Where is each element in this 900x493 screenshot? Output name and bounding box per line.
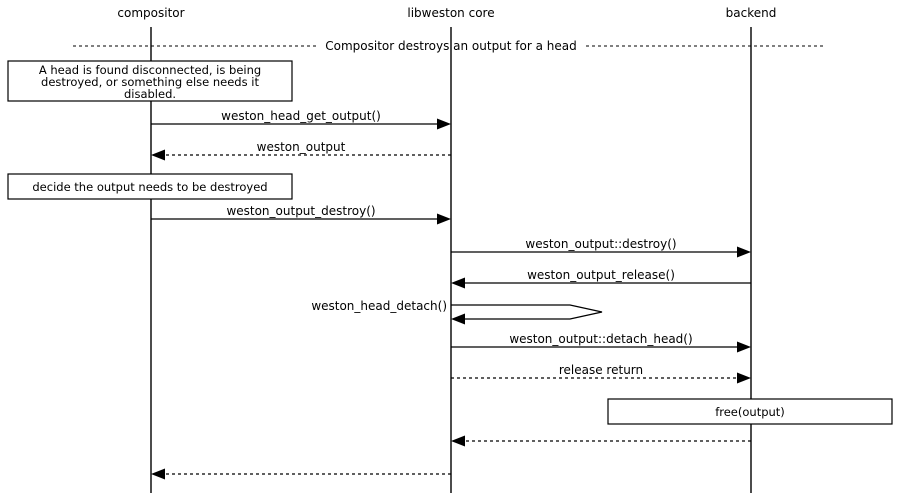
arrowhead-right-icon	[737, 341, 751, 353]
self-message-loop-weston-head-detach	[451, 304, 603, 320]
note-head-disconnected-line-2: destroyed, or something else needs it	[41, 75, 259, 89]
arrowhead-left-icon	[451, 313, 465, 325]
message-label-weston-output-detach-head: weston_output::detach_head()	[509, 332, 692, 346]
message-weston-output-destroy: weston_output_destroy()	[151, 204, 451, 225]
lifeline-label-libweston-core: libweston core	[407, 6, 494, 20]
message-label-weston-head-detach: weston_head_detach()	[311, 299, 447, 313]
arrowhead-left-icon	[451, 277, 465, 289]
message-weston-output-destroy-vfunc: weston_output::destroy()	[451, 237, 751, 258]
divider-label: Compositor destroys an output for a head	[325, 39, 577, 53]
lifeline-compositor: compositor	[117, 6, 185, 493]
arrowhead-left-icon	[451, 435, 465, 447]
lifeline-libweston-core: libweston core	[407, 6, 495, 493]
note-decide-destroy-line-1: decide the output needs to be destroyed	[32, 180, 267, 194]
message-free-return	[451, 435, 751, 447]
message-weston-output-return: weston_output	[151, 140, 451, 161]
arrowhead-right-icon	[437, 118, 451, 130]
message-weston-head-detach: weston_head_detach()	[311, 299, 603, 325]
arrowhead-right-icon	[737, 246, 751, 258]
note-free-output-box	[607, 398, 893, 425]
note-decide-destroy: decide the output needs to be destroyed	[7, 173, 293, 200]
message-weston-output-detach-head: weston_output::detach_head()	[451, 332, 751, 353]
message-destroy-return	[151, 468, 451, 480]
note-free-output-line-1: free(output)	[715, 405, 785, 419]
message-weston-head-get-output: weston_head_get_output()	[151, 109, 451, 130]
message-label-weston-output-destroy-vfunc: weston_output::destroy()	[525, 237, 676, 251]
note-head-disconnected: A head is found disconnected, is being d…	[7, 60, 293, 102]
section-divider: Compositor destroys an output for a head	[73, 39, 826, 53]
message-label-weston-output-release: weston_output_release()	[527, 268, 675, 282]
message-label-weston-output-destroy: weston_output_destroy()	[226, 204, 375, 218]
arrowhead-right-icon	[737, 372, 751, 384]
message-label-release-return: release return	[559, 363, 643, 377]
lifeline-label-backend: backend	[726, 6, 777, 20]
note-decide-destroy-box	[7, 173, 293, 200]
arrowhead-right-icon	[437, 213, 451, 225]
note-head-disconnected-line-1: A head is found disconnected, is being	[39, 63, 261, 77]
message-label-weston-head-get-output: weston_head_get_output()	[221, 109, 381, 123]
message-weston-output-release: weston_output_release()	[451, 268, 751, 289]
note-free-output: free(output)	[607, 398, 893, 425]
message-label-weston-output-return: weston_output	[257, 140, 346, 154]
note-head-disconnected-line-3: disabled.	[124, 87, 176, 101]
lifeline-label-compositor: compositor	[117, 6, 184, 20]
arrowhead-left-icon	[151, 468, 165, 480]
arrowhead-left-icon	[151, 149, 165, 161]
message-release-return: release return	[451, 363, 751, 384]
note-head-disconnected-box	[7, 60, 293, 102]
